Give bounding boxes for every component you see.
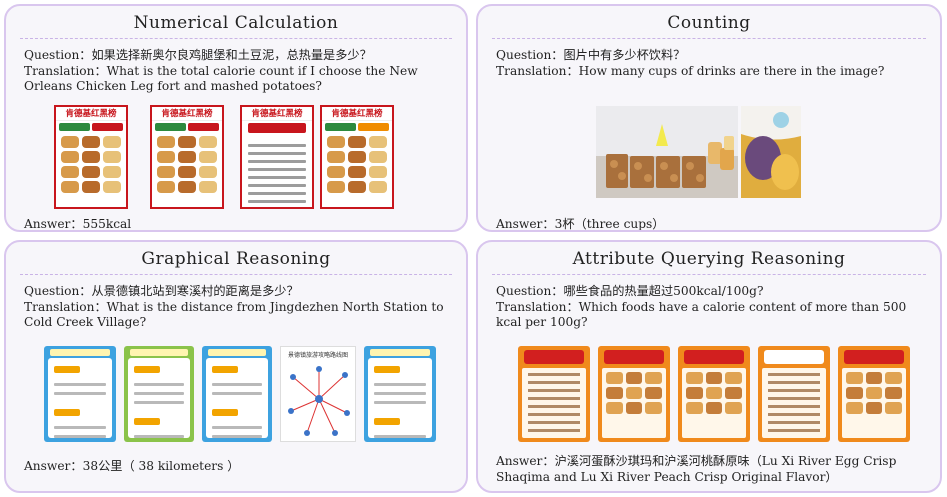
question-block: Question：如果选择新奥尔良鸡腿堡和土豆泥，总热量是多少？ Transla… xyxy=(6,39,466,95)
trans-fat-poster-image xyxy=(838,346,910,442)
panel-title: Counting xyxy=(667,13,751,33)
guide-poster-image xyxy=(364,346,436,442)
dashed-divider xyxy=(20,274,452,275)
translation-text: Translation：How many cups of drinks are … xyxy=(496,63,885,78)
kfc-menu-image: 肯德基红黑榜 xyxy=(54,105,128,209)
food-photo xyxy=(741,106,801,198)
drinks-photo xyxy=(596,106,738,198)
guide-poster-image xyxy=(44,346,116,442)
dashed-divider xyxy=(20,38,452,39)
graphical-reasoning-panel: Graphical Reasoning Question：从景德镇北站到寒溪村的… xyxy=(4,240,468,493)
panel-title: Attribute Querying Reasoning xyxy=(572,249,846,269)
answer-text: Answer：38公里（ 38 kilometers ） xyxy=(24,459,240,473)
kfc-menu-image: 肯德基红黑榜 xyxy=(150,105,224,209)
image-heading: 肯德基红黑榜 xyxy=(242,107,312,121)
answer-text: Answer：555kcal xyxy=(24,217,132,231)
numerical-calculation-panel: Numerical Calculation Question：如果选择新奥尔良鸡… xyxy=(4,4,468,232)
trans-fat-poster-image xyxy=(678,346,750,442)
dashed-divider xyxy=(492,38,926,39)
question-text: Question：哪些食品的热量超过500kcal/100g? xyxy=(496,284,764,298)
question-block: Question：哪些食品的热量超过500kcal/100g? Translat… xyxy=(478,275,940,331)
kfc-tips-image: 肯德基红黑榜 xyxy=(240,105,314,209)
question-text: Question：从景德镇北站到寒溪村的距离是多少？ xyxy=(24,284,299,298)
translation-text: Translation：Which foods have a calorie c… xyxy=(496,299,907,330)
question-text: Question：图片中有多少杯饮料？ xyxy=(496,48,686,62)
image-heading: 肯德基红黑榜 xyxy=(56,107,126,121)
dashed-divider xyxy=(492,274,926,275)
trans-fat-poster-image xyxy=(758,346,830,442)
image-heading: 肯德基红黑榜 xyxy=(322,107,392,121)
map-title: 景德镇旅游攻略路线图 xyxy=(287,352,348,359)
guide-poster-image xyxy=(124,346,194,442)
guide-poster-image xyxy=(202,346,272,442)
question-block: Question：从景德镇北站到寒溪村的距离是多少？ Translation：W… xyxy=(6,275,466,331)
question-text: Question：如果选择新奥尔良鸡腿堡和土豆泥，总热量是多少？ xyxy=(24,48,372,62)
kfc-menu-image: 肯德基红黑榜 xyxy=(320,105,394,209)
trans-fat-poster-image xyxy=(518,346,590,442)
counting-panel: Counting Question：图片中有多少杯饮料？ Translation… xyxy=(476,4,942,232)
translation-text: Translation：What is the total calorie co… xyxy=(24,63,418,94)
panel-title: Graphical Reasoning xyxy=(141,249,331,269)
attribute-querying-panel: Attribute Querying Reasoning Question：哪些… xyxy=(476,240,942,493)
answer-text: Answer：沪溪河蛋酥沙琪玛和沪溪河桃酥原味（Lu Xi River Egg … xyxy=(496,454,897,484)
trans-fat-poster-image xyxy=(598,346,670,442)
image-heading: 肯德基红黑榜 xyxy=(152,107,222,121)
panel-title: Numerical Calculation xyxy=(133,13,339,33)
question-block: Question：图片中有多少杯饮料？ Translation：How many… xyxy=(478,39,940,79)
translation-text: Translation：What is the distance from Ji… xyxy=(24,299,444,330)
answer-text: Answer：3杯（three cups） xyxy=(496,217,665,231)
route-map-image: 景德镇旅游攻略路线图 xyxy=(280,346,356,442)
